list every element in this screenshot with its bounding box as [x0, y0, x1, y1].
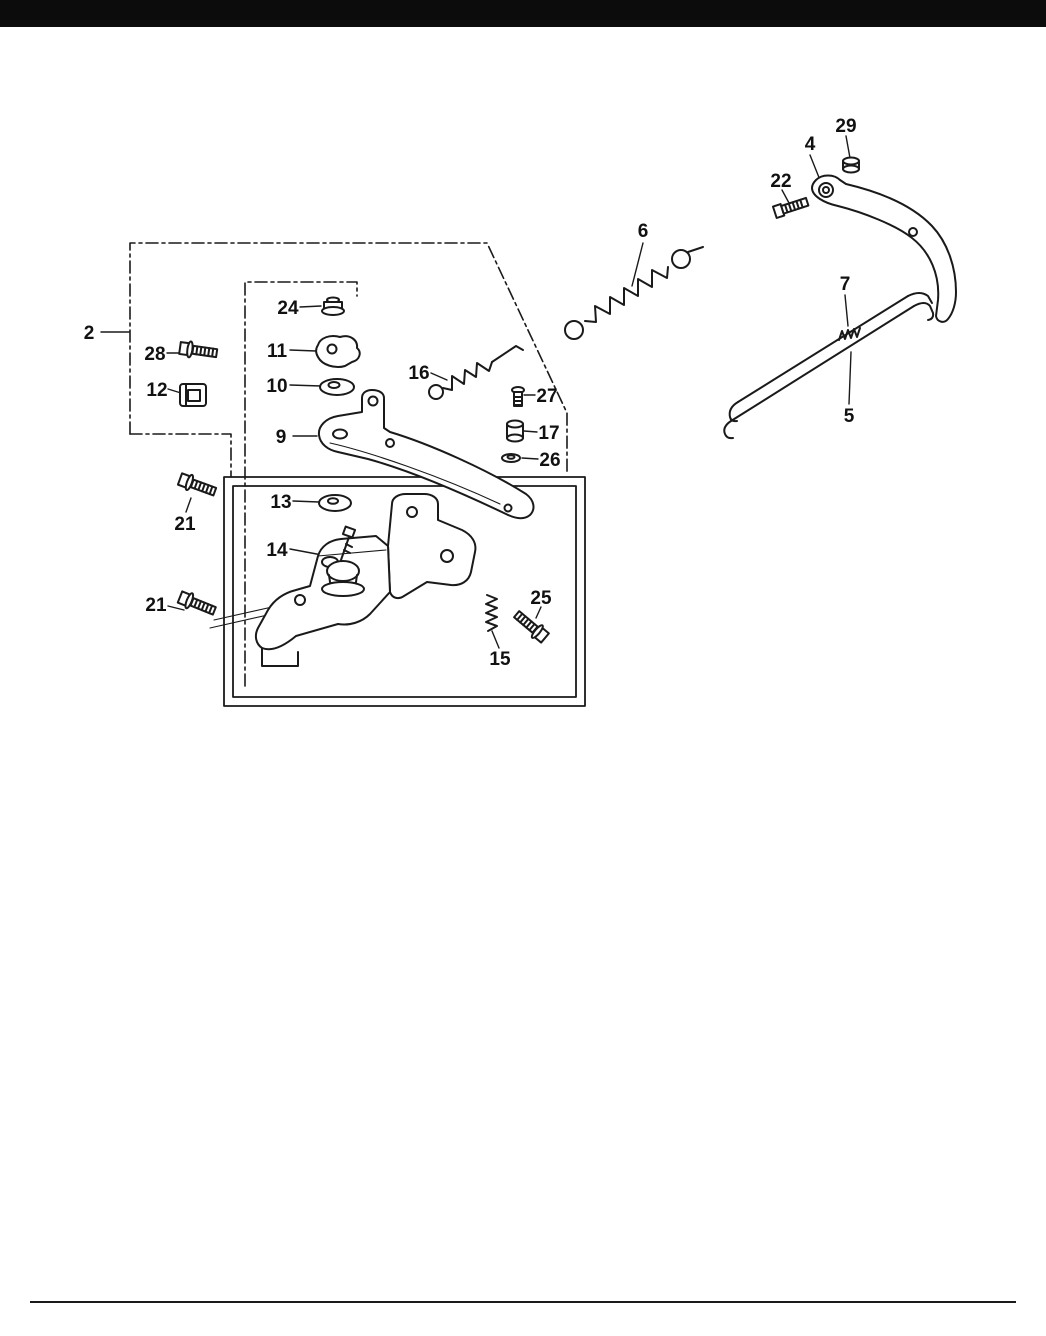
leader-lines — [100, 135, 852, 649]
callout-13: 13 — [270, 492, 291, 513]
part-24-nut — [321, 296, 345, 316]
part-11-lever — [315, 335, 361, 368]
part-29-nut — [842, 156, 860, 174]
callout-15: 15 — [489, 649, 511, 670]
part-17-spacer — [506, 419, 524, 443]
callout-4: 4 — [805, 134, 816, 155]
part-25-bolt — [510, 607, 552, 646]
callout-21-lower: 21 — [145, 595, 167, 616]
callout-16: 16 — [408, 363, 429, 384]
callout-12: 12 — [146, 380, 167, 401]
part-12-clip — [179, 383, 207, 407]
phantom-boundary-inner — [244, 281, 358, 687]
part-16-spring — [428, 345, 524, 400]
part-21-bolt-upper — [176, 470, 219, 501]
callout-6: 6 — [638, 221, 649, 242]
callout-9: 9 — [276, 427, 287, 448]
callout-21-upper: 21 — [174, 514, 196, 535]
assembly-frame — [223, 476, 586, 707]
callout-11: 11 — [267, 341, 288, 362]
callout-14: 14 — [266, 540, 288, 561]
callout-25: 25 — [530, 588, 552, 609]
part-6-spring — [564, 246, 704, 340]
page-footer-rule — [30, 1301, 1016, 1303]
callout-labels: 2 4 5 6 7 9 10 11 12 13 14 15 16 17 21 2… — [84, 116, 857, 670]
part-9-bracket-arm — [317, 389, 535, 520]
part-26-washer — [501, 453, 521, 463]
callout-26: 26 — [539, 450, 560, 471]
phantom-boundary-outer — [129, 242, 568, 478]
page-header-bar — [0, 0, 1046, 27]
callout-2: 2 — [84, 323, 95, 344]
bracket-plate-assembly — [254, 493, 477, 667]
part-5-rod — [723, 302, 935, 440]
callout-28: 28 — [144, 344, 165, 365]
part-28-bolt — [177, 339, 219, 363]
part-22-screw — [771, 196, 810, 219]
part-4-control-lever — [811, 174, 957, 323]
part-10-washer — [319, 378, 355, 396]
callout-17: 17 — [538, 423, 559, 444]
part-13-washer — [318, 494, 352, 512]
callout-7: 7 — [840, 274, 851, 295]
callout-29: 29 — [835, 116, 856, 137]
part-27-screw — [511, 386, 525, 407]
part-21-bolt-lower — [176, 588, 219, 620]
part-14-control-base — [321, 525, 365, 597]
part-7-rod-spring — [728, 292, 933, 423]
callout-24: 24 — [277, 298, 299, 319]
part-15-spring — [485, 594, 498, 632]
callout-5: 5 — [844, 406, 855, 427]
callout-10: 10 — [266, 376, 287, 397]
callout-22: 22 — [770, 171, 791, 192]
callout-27: 27 — [536, 386, 557, 407]
